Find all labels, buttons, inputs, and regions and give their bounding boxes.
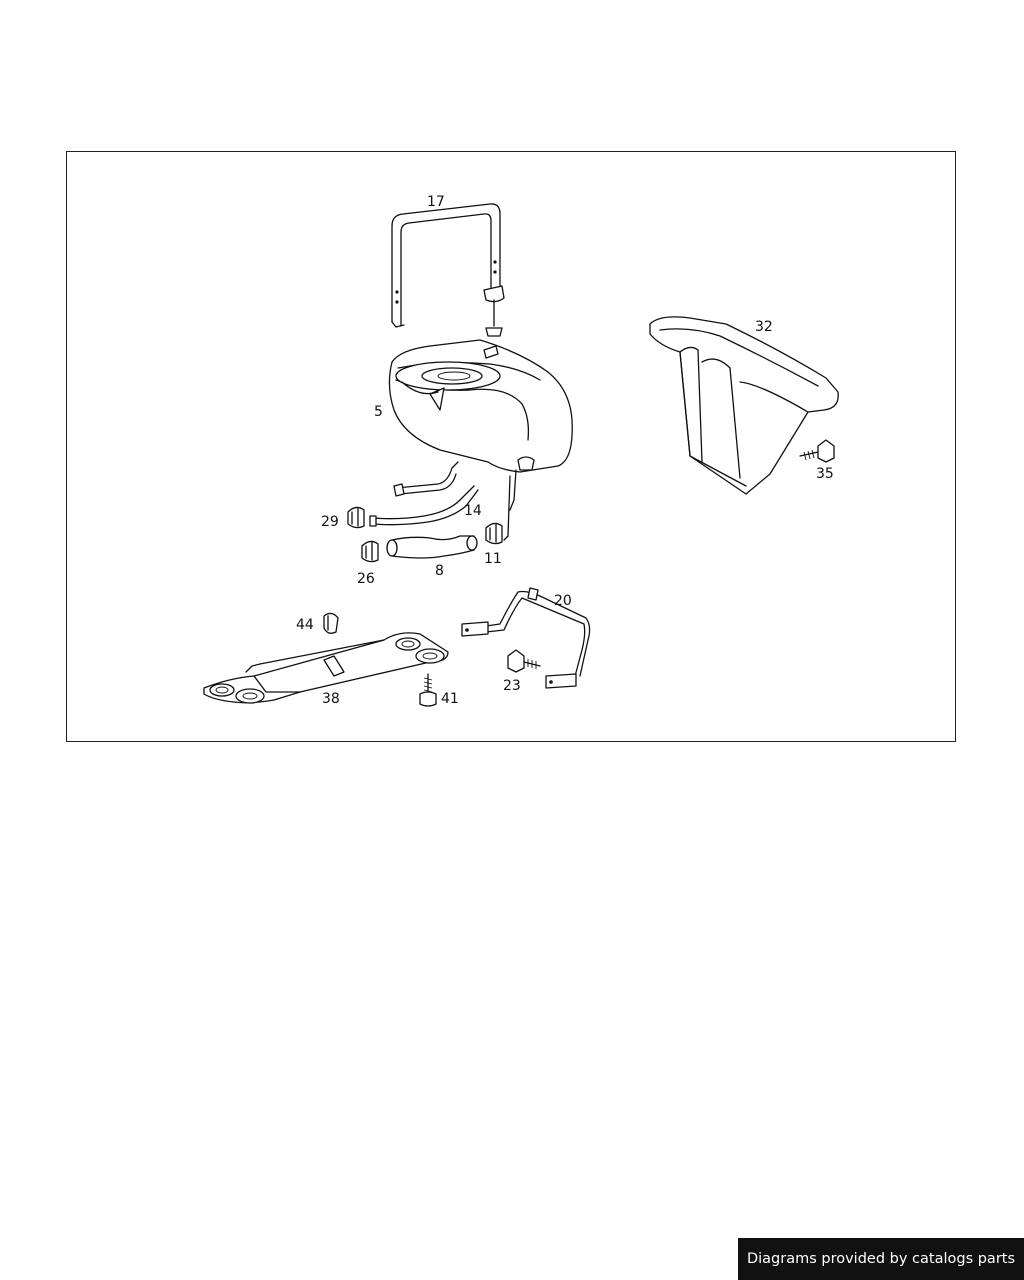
shield-screw [419, 673, 437, 707]
callout-32: 32 [755, 319, 773, 335]
shield-clip [323, 612, 339, 634]
callout-20: 20 [554, 593, 572, 609]
fuel-line [369, 461, 479, 527]
callout-44: 44 [296, 617, 314, 633]
callout-17: 17 [427, 194, 445, 210]
bracket-bolt [507, 649, 541, 673]
callout-11: 11 [484, 551, 502, 567]
hose-clamp-11 [485, 522, 503, 545]
tank-strap [391, 203, 505, 337]
tank-bracket [461, 587, 591, 689]
shield-bolt [799, 439, 835, 463]
diagram-frame [66, 151, 956, 742]
fuel-tank [388, 339, 573, 473]
hose-clamp-29 [347, 506, 365, 529]
diagram-credit-footer: Diagrams provided by catalogs parts [738, 1238, 1024, 1280]
callout-29: 29 [321, 514, 339, 530]
callout-26: 26 [357, 571, 375, 587]
heat-shield [203, 632, 449, 704]
callout-35: 35 [816, 466, 834, 482]
callout-14: 14 [464, 503, 482, 519]
callout-5: 5 [374, 404, 383, 420]
vent-line [503, 456, 535, 541]
filler-hose [386, 535, 478, 559]
callout-8: 8 [435, 563, 444, 579]
callout-38: 38 [322, 691, 340, 707]
hose-clamp-26 [361, 540, 379, 563]
tank-shield [649, 316, 839, 495]
callout-23: 23 [503, 678, 521, 694]
callout-41: 41 [441, 691, 459, 707]
